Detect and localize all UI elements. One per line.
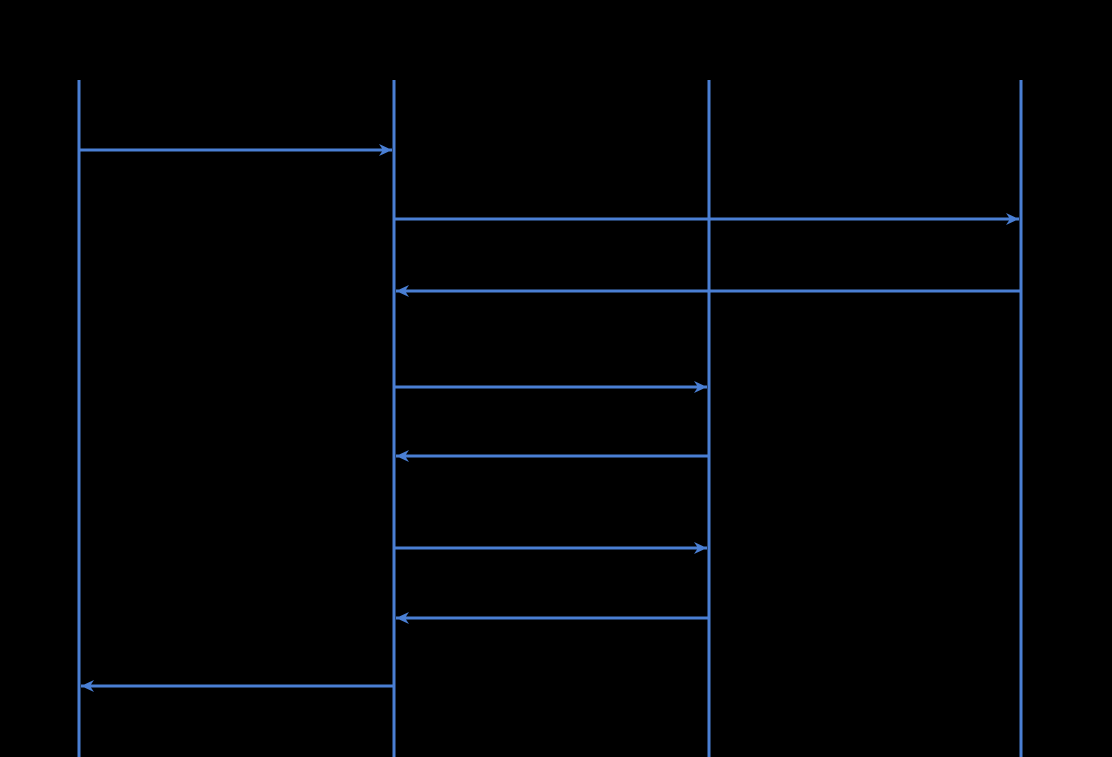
messages-group <box>79 144 1021 692</box>
lifelines-group <box>77 80 1023 757</box>
